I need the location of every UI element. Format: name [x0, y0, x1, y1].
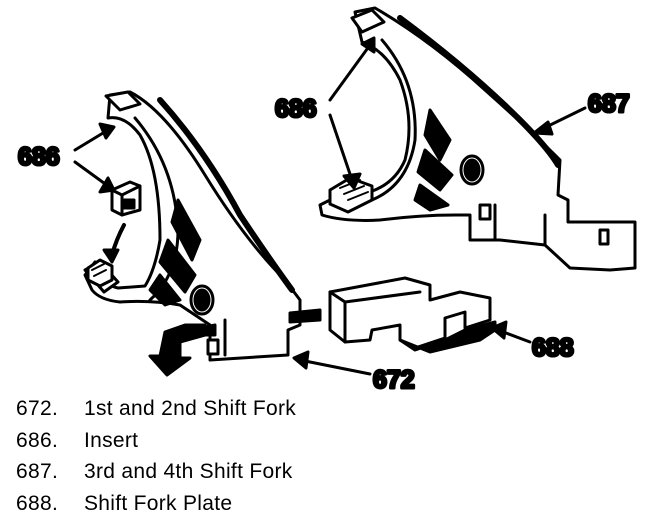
- shift-fork-plate: [328, 276, 497, 354]
- parts-legend: 672. 1st and 2nd Shift Fork 686. Insert 68…: [16, 393, 296, 519]
- callout-687: 687: [588, 90, 630, 118]
- right-shift-fork: [318, 6, 637, 272]
- callout-686-right: 686: [275, 95, 317, 123]
- shift-fork-diagram: 686 686 687 688 672: [17, 6, 637, 396]
- plate-arrow: [288, 308, 322, 324]
- legend-label: Shift Fork Plate: [84, 491, 233, 515]
- down-arrow: [148, 323, 217, 377]
- callout-686-left: 686: [18, 143, 60, 171]
- legend-item: 687. 3rd and 4th Shift Fork: [16, 456, 296, 488]
- legend-label: 1st and 2nd Shift Fork: [84, 397, 297, 420]
- callout-688: 688: [532, 334, 574, 362]
- callout-672: 672: [373, 366, 415, 394]
- legend-item: 688. Shift Fork Plate: [16, 488, 296, 520]
- legend-number: 672.: [16, 397, 59, 420]
- callout-leaders: [73, 36, 587, 376]
- insert-left: [110, 180, 142, 217]
- legend-item: 686. Insert: [16, 425, 296, 457]
- legend-label: Insert: [84, 428, 139, 452]
- left-shift-fork: [83, 90, 302, 362]
- legend-item: 672. 1st and 2nd Shift Fork: [16, 393, 296, 425]
- insert-arrowhead: [102, 248, 120, 264]
- legend-label: 3rd and 4th Shift Fork: [84, 460, 293, 483]
- legend-number: 687.: [16, 460, 59, 483]
- legend-number: 688.: [16, 491, 59, 515]
- legend-number: 686.: [16, 428, 59, 452]
